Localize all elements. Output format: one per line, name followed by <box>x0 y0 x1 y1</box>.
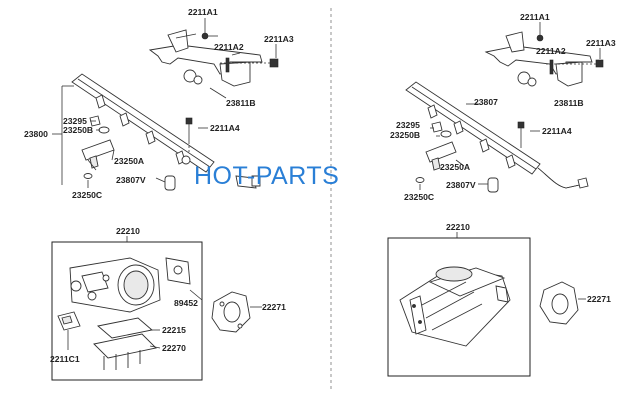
left-panel: 2211A1 2211A2 2211A3 23811B 23800 23295 … <box>24 7 294 381</box>
label-2211a3: 2211A3 <box>264 34 294 44</box>
seal-23250c-right <box>415 177 425 183</box>
fuel-rail-23800 <box>71 73 215 173</box>
seal-23250b-right <box>440 130 452 138</box>
nut-2211a3-right <box>595 48 604 68</box>
label-23295-right: 23295 <box>396 120 420 130</box>
o-ring-23295-right <box>431 121 443 133</box>
label-23250b-right: 23250B <box>390 130 420 140</box>
fuel-rail-23807 <box>405 81 589 189</box>
label-22210-right: 22210 <box>446 222 470 232</box>
label-2211c1: 2211C1 <box>50 354 80 364</box>
label-23250a: 23250A <box>114 156 144 166</box>
nut-2211a3 <box>269 44 279 68</box>
seal-23250b <box>98 126 110 134</box>
fitting <box>235 175 261 189</box>
throttle-body-box-right <box>387 237 531 377</box>
label-23250c-right: 23250C <box>404 192 434 202</box>
bracket-23811b-right <box>484 31 593 87</box>
label-2211a4: 2211A4 <box>210 123 240 133</box>
label-23807: 23807 <box>474 97 498 107</box>
label-22270: 22270 <box>162 343 186 353</box>
cap-23807v-right <box>487 177 499 193</box>
label-23250a-right: 23250A <box>440 162 470 172</box>
gasket-22271 <box>211 291 251 333</box>
label-2211a1: 2211A1 <box>188 7 218 17</box>
throttle-body-22210-right <box>399 266 511 347</box>
label-23811b-right: 23811B <box>554 98 584 108</box>
label-22210: 22210 <box>116 226 140 236</box>
sensor-89452 <box>165 257 191 285</box>
throttle-body-22210 <box>69 257 161 313</box>
label-23807v-right: 23807V <box>446 180 476 190</box>
label-2211a3-right: 2211A3 <box>586 38 616 48</box>
label-23250c: 23250C <box>72 190 102 200</box>
label-2211a2: 2211A2 <box>214 42 244 52</box>
bolt-2211a2-right <box>546 59 600 75</box>
label-22215: 22215 <box>162 325 186 335</box>
bolt-2211a1-right <box>536 22 544 42</box>
bolt-2211a4 <box>185 117 193 152</box>
label-23250b: 23250B <box>63 125 93 135</box>
label-23800: 23800 <box>24 129 48 139</box>
label-2211a4-right: 2211A4 <box>542 126 572 136</box>
label-23295: 23295 <box>63 116 87 126</box>
label-89452: 89452 <box>174 298 198 308</box>
label-22271-right: 22271 <box>587 294 611 304</box>
gasket-22215 <box>97 317 153 339</box>
seal-23250c <box>83 173 93 179</box>
watermark: HOT-PARTS <box>194 162 339 190</box>
manifold-22270 <box>93 333 157 370</box>
iac-valve-2211c1 <box>57 311 81 331</box>
right-panel: 2211A1 2211A2 2211A3 23811B 23807 23295 … <box>387 12 616 377</box>
label-2211a1-right: 2211A1 <box>520 12 550 22</box>
gasket-22271-right <box>539 281 579 325</box>
label-2211a2-right: 2211A2 <box>536 46 566 56</box>
bolt-2211a4-right <box>517 121 525 148</box>
label-23811b: 23811B <box>226 98 256 108</box>
throttle-body-box <box>51 241 203 381</box>
cap-23807v <box>164 175 176 191</box>
label-22271: 22271 <box>262 302 286 312</box>
bolt-2211a1 <box>201 18 218 40</box>
injector-23250a-right <box>425 141 457 171</box>
bolt-2211a2 <box>220 52 276 73</box>
label-23807v: 23807V <box>116 175 146 185</box>
injector-23250a <box>81 139 115 171</box>
